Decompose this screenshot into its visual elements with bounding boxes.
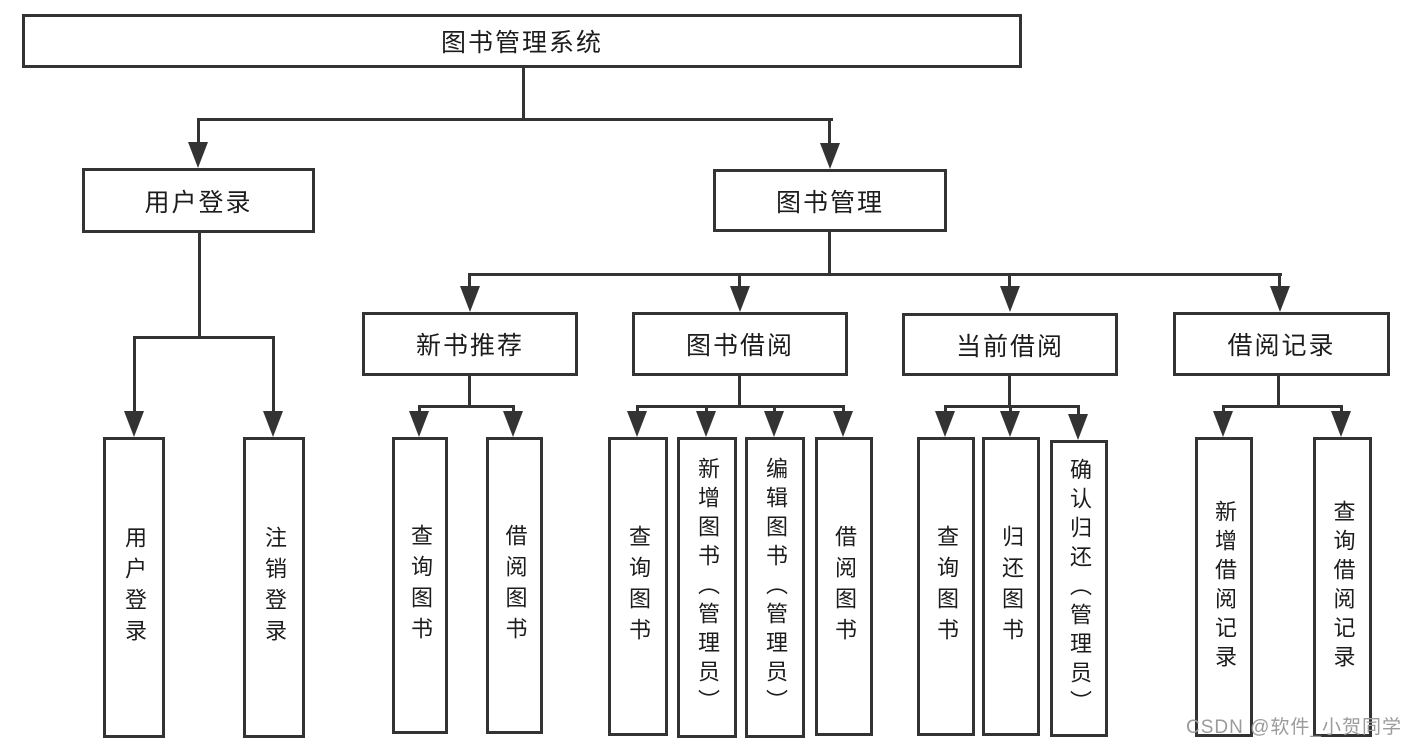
- connector-line: [522, 68, 525, 121]
- leaf-add-borrow-record-label: 新增借阅记录: [1212, 500, 1237, 674]
- leaf-confirm-return-admin: 确认归还（管理员）: [1050, 440, 1108, 737]
- connector-line: [1277, 376, 1280, 408]
- leaf-edit-book-admin: 编辑图书（管理员）: [745, 437, 805, 738]
- leaf-borrow-books-borrow-label: 借阅图书: [832, 524, 857, 649]
- leaf-edit-book-admin-label: 编辑图书（管理员）: [763, 457, 788, 718]
- arrowhead-down: [188, 142, 208, 168]
- node-library-system-label: 图书管理系统: [440, 29, 603, 57]
- node-user-login: 用户登录: [82, 168, 315, 233]
- arrowhead-down: [460, 286, 480, 312]
- connector-line: [1340, 405, 1343, 415]
- connector-line: [133, 336, 136, 413]
- connector-line: [1008, 273, 1011, 288]
- node-borrow-records-label: 借阅记录: [1227, 332, 1336, 360]
- leaf-borrow-books-recommend-label: 借阅图书: [502, 523, 528, 648]
- connector-line: [197, 118, 833, 121]
- leaf-add-book-admin: 新增图书（管理员）: [677, 437, 737, 738]
- connector-line: [828, 232, 831, 276]
- node-user-login-label: 用户登录: [144, 188, 253, 217]
- leaf-add-book-admin-label: 新增图书（管理员）: [695, 457, 720, 718]
- leaf-query-books-recommend-label: 查询图书: [408, 523, 433, 648]
- leaf-user-login-label: 用户登录: [122, 525, 147, 650]
- node-book-borrow: 图书借阅: [632, 312, 848, 376]
- node-book-management-label: 图书管理: [775, 188, 884, 217]
- node-book-borrow-label: 图书借阅: [685, 332, 794, 360]
- connector-line: [944, 405, 1080, 408]
- arrowhead-down: [935, 411, 955, 437]
- leaf-query-books-current: 查询图书: [917, 437, 975, 736]
- connector-line: [1222, 405, 1343, 408]
- connector-line: [197, 118, 200, 144]
- connector-line: [1278, 273, 1281, 288]
- leaf-add-borrow-record: 新增借阅记录: [1195, 437, 1253, 737]
- connector-line: [418, 405, 515, 408]
- connector-line: [512, 405, 515, 415]
- leaf-query-borrow-record-label: 查询借阅记录: [1330, 500, 1356, 674]
- node-new-book-recommend-label: 新书推荐: [415, 332, 524, 360]
- connector-line: [944, 405, 947, 415]
- connector-line: [468, 376, 471, 408]
- arrowhead-down: [730, 286, 750, 312]
- arrowhead-down: [833, 411, 853, 437]
- arrowhead-down: [124, 411, 144, 437]
- connector-line: [1077, 405, 1080, 417]
- connector-line: [1008, 376, 1011, 408]
- connector-line: [636, 405, 844, 408]
- arrowhead-down: [1213, 411, 1233, 437]
- leaf-query-books-borrow: 查询图书: [608, 437, 668, 736]
- node-library-system: 图书管理系统: [22, 14, 1022, 68]
- node-borrow-records: 借阅记录: [1173, 312, 1390, 376]
- connector-line: [738, 376, 741, 408]
- connector-line: [773, 405, 776, 415]
- connector-line: [828, 118, 831, 145]
- node-current-borrow: 当前借阅: [902, 313, 1118, 376]
- arrowhead-down: [627, 411, 647, 437]
- node-current-borrow-label: 当前借阅: [955, 332, 1064, 361]
- arrowhead-down: [696, 411, 716, 437]
- connector-line: [705, 405, 708, 415]
- connector-line: [469, 273, 1282, 276]
- leaf-query-books-borrow-label: 查询图书: [626, 524, 651, 649]
- connector-line: [133, 336, 275, 339]
- arrowhead-down: [1000, 286, 1020, 312]
- leaf-logout-label: 注销登录: [262, 525, 287, 650]
- arrowhead-down: [409, 411, 429, 437]
- leaf-confirm-return-admin-label: 确认归还（管理员）: [1067, 458, 1092, 719]
- leaf-query-borrow-record: 查询借阅记录: [1313, 437, 1372, 737]
- connector-line: [1222, 405, 1225, 415]
- connector-line: [272, 336, 275, 413]
- arrowhead-down: [1331, 411, 1351, 437]
- arrowhead-down: [1068, 414, 1088, 440]
- node-new-book-recommend: 新书推荐: [362, 312, 578, 376]
- arrowhead-down: [263, 411, 283, 437]
- leaf-return-book-label: 归还图书: [999, 524, 1024, 649]
- connector-line: [198, 233, 201, 339]
- arrowhead-down: [820, 143, 840, 169]
- csdn-watermark: CSDN @软件_小贺同学: [1186, 717, 1402, 738]
- leaf-return-book: 归还图书: [982, 437, 1040, 736]
- arrowhead-down: [503, 411, 523, 437]
- leaf-logout: 注销登录: [243, 437, 305, 738]
- leaf-query-books-current-label: 查询图书: [934, 524, 959, 649]
- node-book-management: 图书管理: [713, 169, 947, 232]
- connector-line: [468, 273, 471, 288]
- connector-line: [636, 405, 639, 415]
- arrowhead-down: [1270, 286, 1290, 312]
- arrowhead-down: [764, 411, 784, 437]
- leaf-user-login: 用户登录: [103, 437, 165, 738]
- arrowhead-down: [1000, 411, 1020, 437]
- connector-line: [842, 405, 845, 415]
- leaf-borrow-books-borrow: 借阅图书: [815, 437, 873, 736]
- leaf-borrow-books-recommend: 借阅图书: [486, 437, 543, 734]
- connector-line: [1009, 405, 1012, 415]
- connector-line: [418, 405, 421, 415]
- leaf-query-books-recommend: 查询图书: [392, 437, 448, 734]
- connector-line: [738, 273, 741, 288]
